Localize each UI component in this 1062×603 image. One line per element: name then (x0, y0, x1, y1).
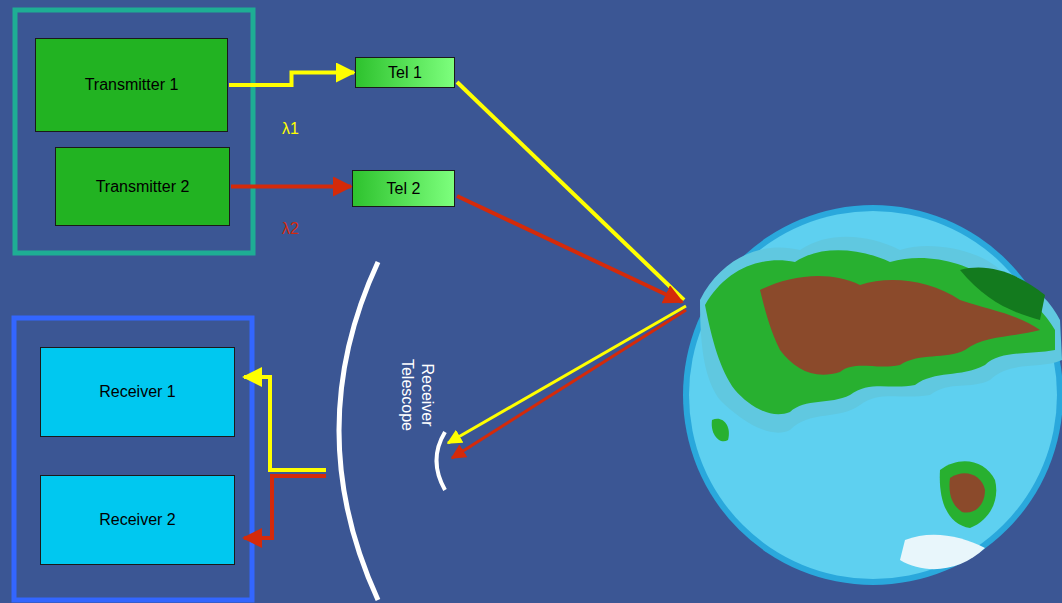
node-text: Tel 2 (387, 180, 421, 198)
yellow-return (448, 306, 686, 443)
receiver-box: Receiver 1 (40, 347, 235, 437)
telescope-box: Tel 2 (352, 170, 455, 207)
node-text: Receiver 2 (99, 511, 175, 529)
receiver-group (14, 318, 252, 600)
beam-connector (231, 185, 351, 189)
transmitter-group (15, 10, 253, 253)
transmitter-box: Transmitter 2 (55, 147, 230, 226)
wavelength-label: λ1 (282, 120, 299, 138)
secondary-mirror (437, 432, 446, 490)
beam-connector (229, 73, 354, 86)
wavelength-label: λ2 (282, 220, 299, 238)
red-return (452, 310, 686, 458)
red-beam (457, 196, 682, 302)
receiver-box: Receiver 2 (40, 475, 235, 565)
telescope-label: Receiver Telescope (397, 356, 437, 434)
node-text: Receiver 1 (99, 383, 175, 401)
earth (683, 205, 1062, 585)
node-text: Transmitter 2 (96, 178, 190, 196)
node-text: Tel 1 (388, 64, 422, 82)
node-text: Transmitter 1 (85, 76, 179, 94)
telescope-box: Tel 1 (355, 57, 455, 88)
yellow-feed (244, 377, 326, 470)
yellow-beam (457, 82, 684, 300)
red-feed (244, 476, 326, 538)
transmitter-box: Transmitter 1 (35, 38, 228, 132)
primary-mirror (339, 262, 378, 600)
